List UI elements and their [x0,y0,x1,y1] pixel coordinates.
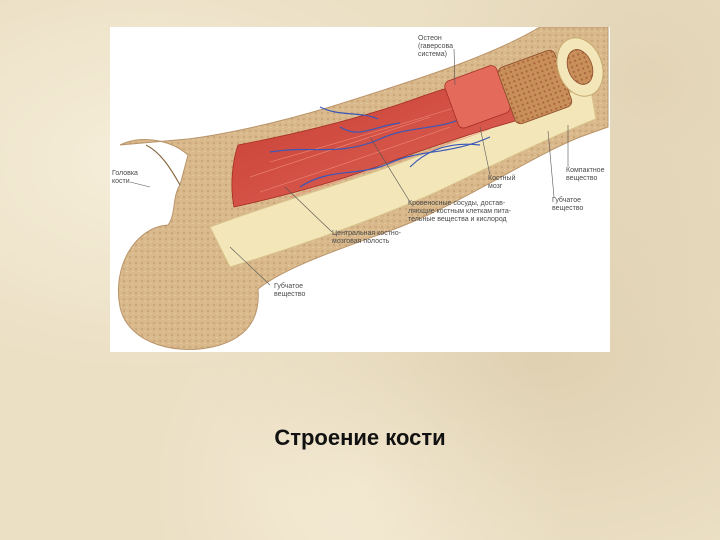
label-compact-bone: Компактное вещество [566,167,605,182]
slide-title: Строение кости [274,425,446,450]
label-spongy-bone-bottom: Губчатое вещество [274,283,306,298]
bone-structure-figure: Остеон (гаверсова система) Головка кости… [110,27,610,352]
blood-vessels [269,86,511,188]
label-medullary-cavity: Центральная костно- мозговая полость [332,230,401,245]
osteon-cylinders [444,37,604,129]
label-vessels: Кровеносные сосуды, достав- ляющие костн… [408,200,512,223]
label-osteon: Остеон (гаверсова система) [418,35,454,58]
compact-bone-band [209,84,597,268]
label-femoral-head: Головка кости [112,170,138,185]
bone-illustration [118,27,609,350]
head-groove [145,144,181,186]
label-spongy-bone-right: Губчатое вещество [552,197,584,212]
label-bone-marrow: Костный мозг [488,175,516,190]
leader-lines [129,48,569,286]
